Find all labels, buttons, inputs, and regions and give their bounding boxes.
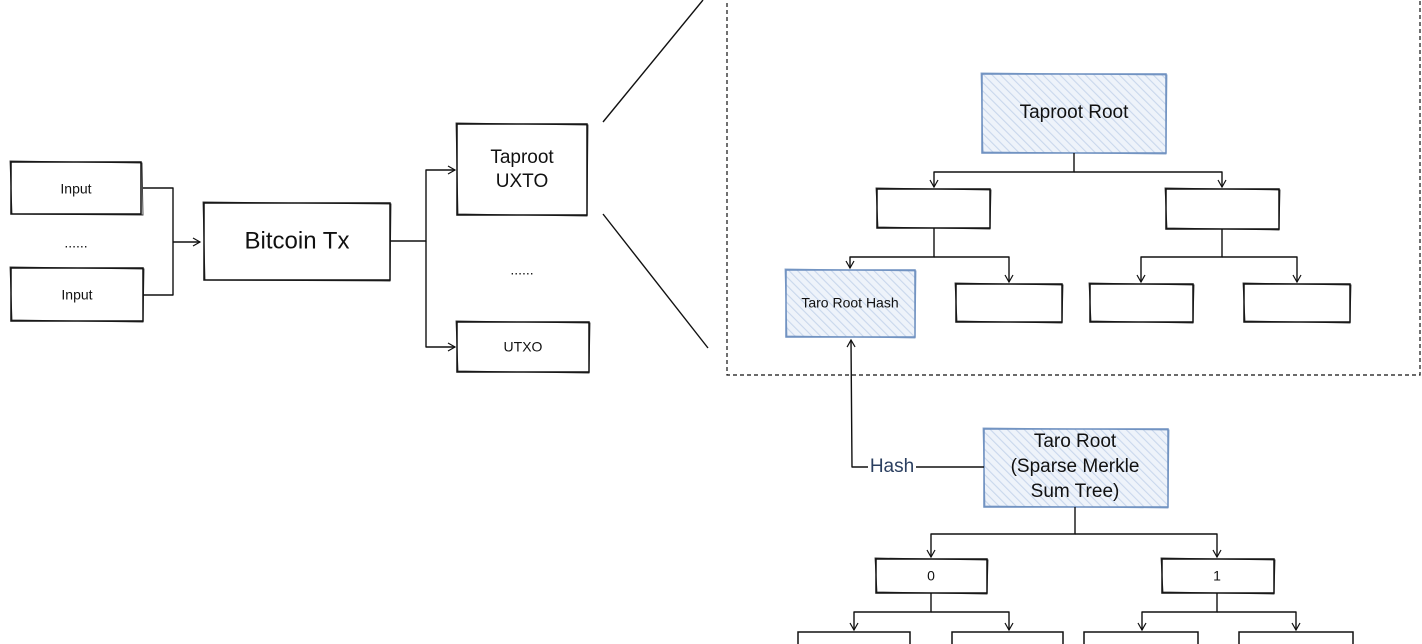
- edge-taproot-root-to-left: [929, 153, 1075, 189]
- taro-root-label-line1: Taro Root: [1034, 431, 1117, 452]
- edge-0-to-leaf-b: [931, 611, 1014, 632]
- edge-taro-root-to-1: [1075, 533, 1222, 559]
- taro-leaf-d-box: [1238, 631, 1354, 644]
- output-ellipsis: ......: [510, 262, 533, 278]
- edge-1-to-leaf-c: [1137, 593, 1218, 632]
- taro-root-hash-box: Taro Root Hash: [784, 268, 917, 339]
- edge-hash-taro-root-to-taro-root-hash: [851, 340, 984, 468]
- edge-0-to-leaf-a: [849, 593, 932, 632]
- zoom-line-top: [602, 0, 704, 123]
- bitcoin-tx-label: Bitcoin Tx: [245, 227, 350, 254]
- input-box-bottom: Input: [9, 266, 145, 323]
- taro-root-hash-label: Taro Root Hash: [801, 295, 898, 311]
- input-top-label: Input: [60, 181, 91, 197]
- taproot-root-label: Taproot Root: [1020, 102, 1130, 123]
- edge-right-to-leaf-4: [1222, 256, 1302, 284]
- taro-root-box: Taro Root (Sparse Merkle Sum Tree): [982, 427, 1170, 509]
- utxo-label: UTXO: [504, 339, 543, 355]
- taro-root-label-line3: Sum Tree): [1031, 481, 1120, 502]
- edge-taproot-root-to-right: [1074, 171, 1227, 189]
- taproot-tree-frame: [726, 0, 1421, 376]
- taro-child-0-label: 0: [927, 568, 935, 584]
- edge-right-to-leaf-3: [1136, 229, 1223, 284]
- taproot-utxo-label-line1: Taproot: [490, 147, 554, 168]
- taproot-utxo-label-line2: UXTO: [496, 171, 548, 192]
- taproot-branch-left-box: [875, 187, 992, 230]
- input-box-top: Input: [9, 160, 144, 216]
- taproot-leaf-3-box: [1088, 282, 1195, 324]
- zoom-line-bottom: [602, 213, 709, 349]
- utxo-box: UTXO: [455, 320, 591, 374]
- taro-leaf-a-box: [797, 631, 911, 644]
- hash-edge-label: Hash: [870, 456, 914, 477]
- edge-tx-to-taproot-utxo: [390, 165, 457, 242]
- taproot-root-box: Taproot Root: [980, 72, 1168, 155]
- edge-inputs-to-tx: [143, 187, 200, 296]
- taro-root-label-line2: (Sparse Merkle: [1011, 456, 1140, 477]
- taro-leaf-c-box: [1083, 631, 1199, 644]
- taro-child-0-box: 0: [874, 557, 989, 595]
- edge-left-to-taro-root-hash: [845, 228, 935, 270]
- edge-1-to-leaf-d: [1217, 611, 1301, 632]
- taproot-leaf-2-box: [954, 282, 1064, 324]
- taro-child-1-box: 1: [1160, 557, 1276, 595]
- edge-taro-root-to-0: [926, 507, 1076, 559]
- edge-left-to-leaf-2: [934, 256, 1014, 284]
- input-ellipsis: ......: [64, 235, 87, 251]
- taproot-leaf-4-box: [1242, 282, 1352, 324]
- taproot-utxo-box: Taproot UXTO: [455, 122, 589, 217]
- edge-tx-to-utxo: [425, 241, 457, 352]
- bitcoin-tx-box: Bitcoin Tx: [202, 201, 392, 282]
- taproot-branch-right-box: [1164, 187, 1281, 231]
- input-bottom-label: Input: [61, 287, 92, 303]
- taro-leaf-b-box: [951, 631, 1064, 644]
- taro-child-1-label: 1: [1213, 568, 1221, 584]
